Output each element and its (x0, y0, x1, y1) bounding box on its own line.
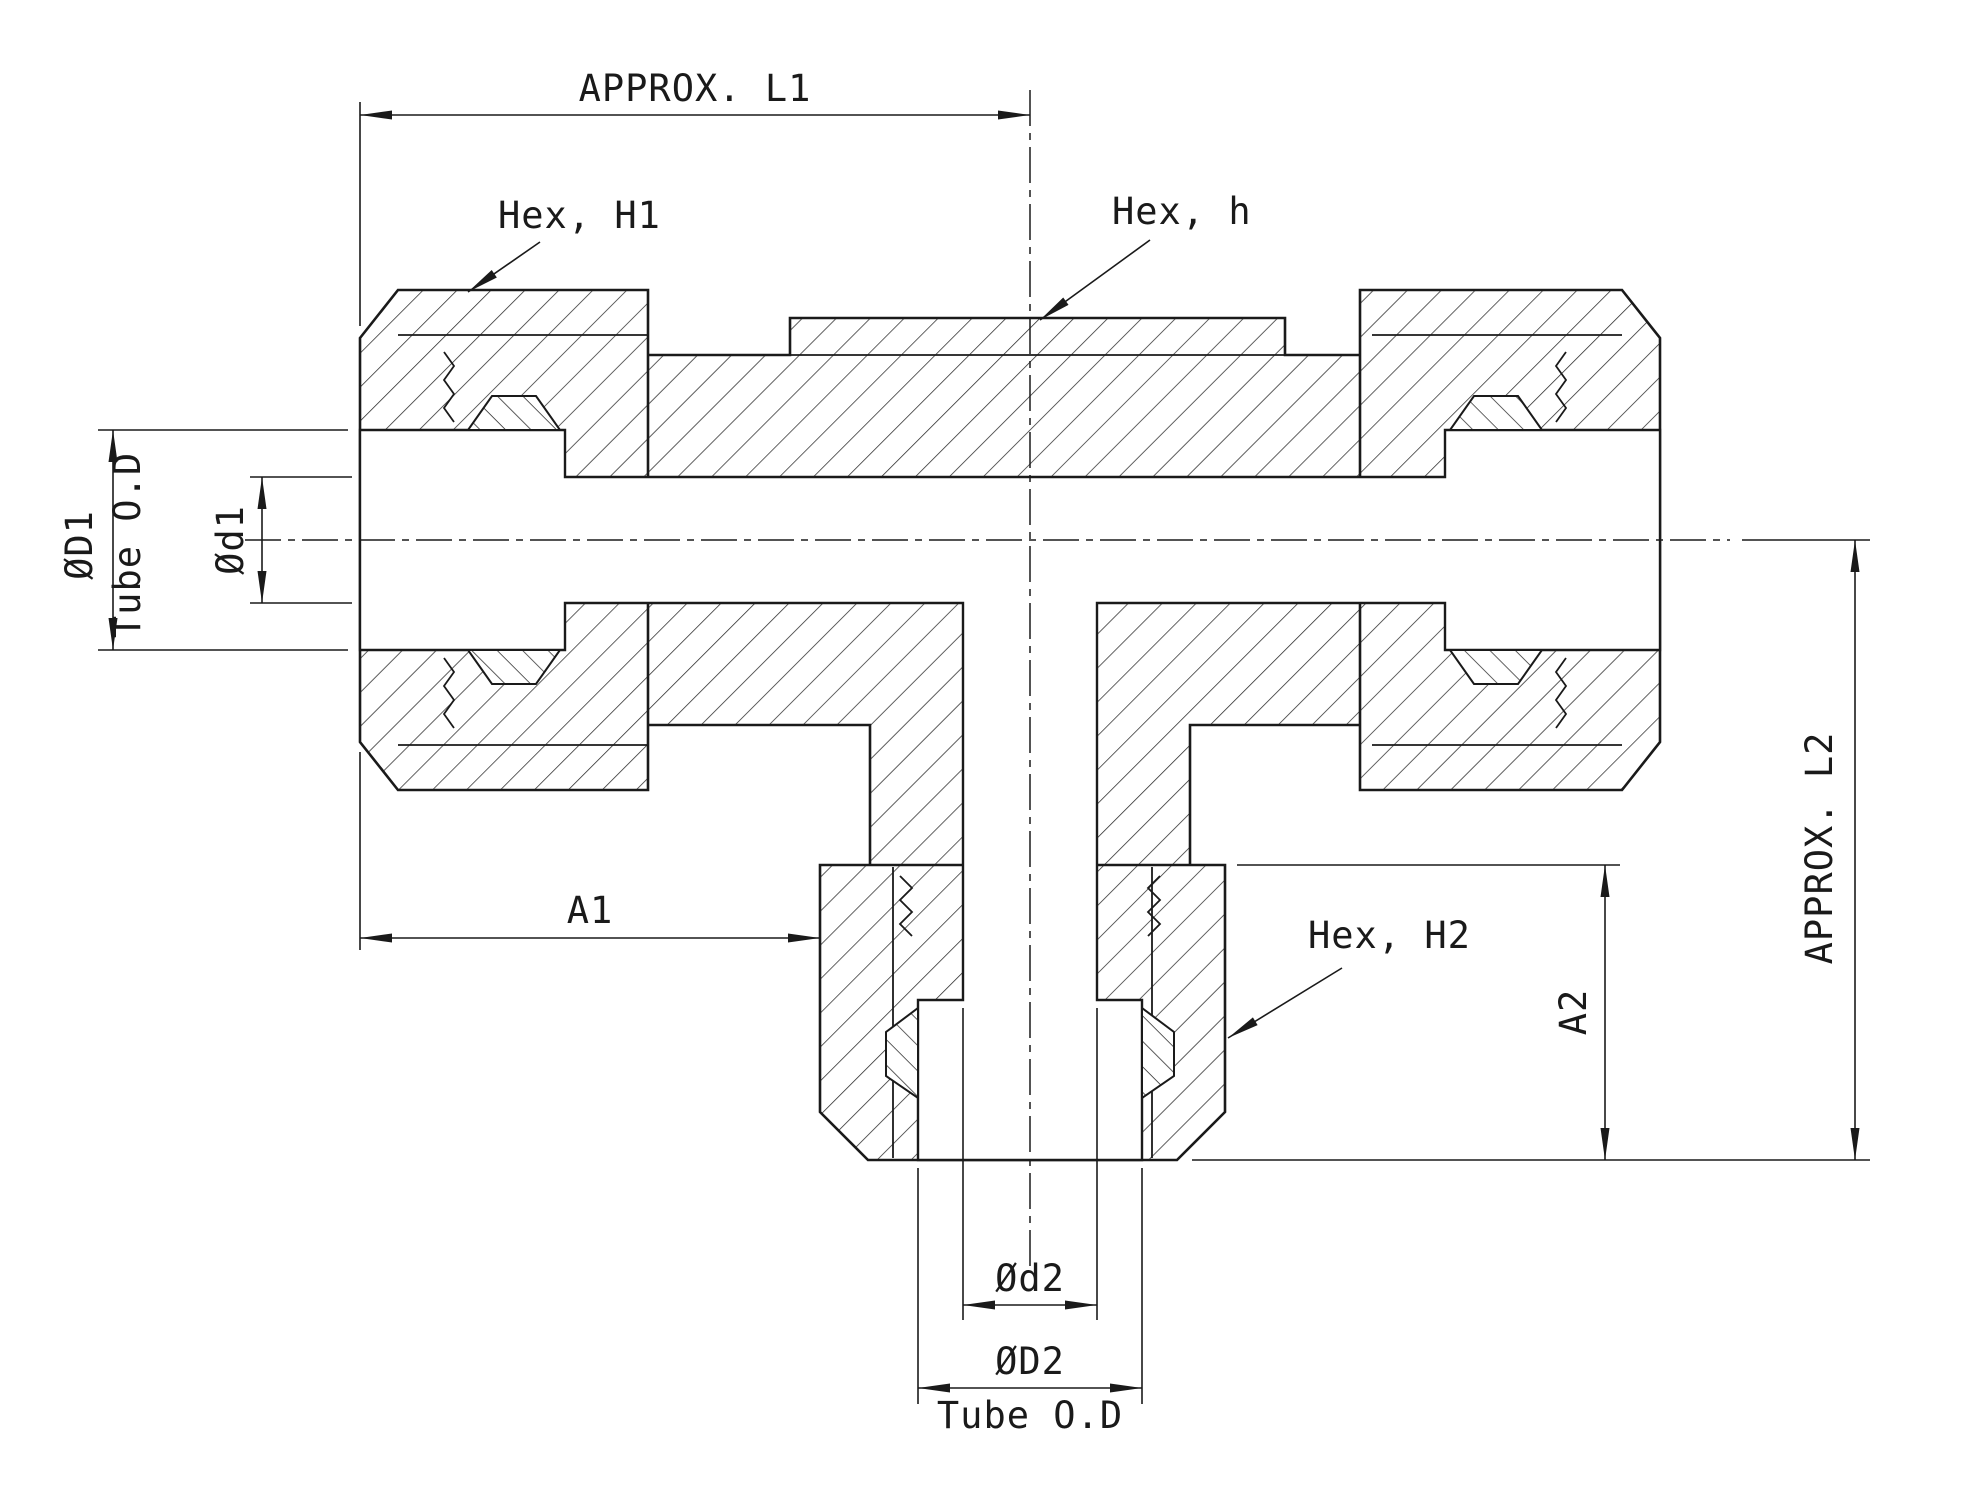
dimension-d2 (962, 1008, 1098, 1320)
dimension-d1 (250, 476, 352, 604)
bore-cavity (358, 428, 1662, 1162)
threads-bottom-right (1146, 875, 1162, 937)
ferrule-bottom-left (885, 1006, 919, 1100)
label-dia-D2: ØD2 (995, 1340, 1065, 1383)
label-dia-d2: Ød2 (995, 1257, 1065, 1300)
label-approx-l2: APPROX. L2 (1798, 732, 1841, 965)
ferrule-bottom-right (1141, 1006, 1175, 1100)
leaders (467, 239, 1343, 1039)
dimension-a2 (1237, 864, 1620, 1160)
dimension-a1 (359, 752, 821, 950)
ferrule-right-top (1448, 395, 1544, 431)
label-tube-od-2: Tube O.D (937, 1394, 1123, 1437)
ferrule-left-bottom (466, 649, 562, 685)
thread-serrations (442, 351, 1568, 937)
dimension-l2 (1192, 539, 1870, 1161)
threads-bottom-left (898, 875, 914, 937)
ferrule-left-top (466, 395, 562, 431)
labels: APPROX. L1 Hex, H1 Hex, h ØD1 Tube O.D Ø… (58, 67, 1841, 1437)
label-a1: A1 (567, 889, 614, 932)
label-a2: A2 (1552, 989, 1595, 1036)
label-hex-h: Hex, h (1112, 190, 1252, 233)
label-tube-od-1: Tube O.D (106, 452, 149, 638)
threads-left-top (442, 351, 456, 423)
label-hex-h2: Hex, H2 (1308, 914, 1471, 957)
dimension-D2 (917, 1168, 1143, 1404)
hex-h1-leader (467, 241, 541, 293)
label-approx-l1: APPROX. L1 (579, 67, 812, 110)
threads-right-bottom (1554, 657, 1568, 729)
threads-left-bottom (442, 657, 456, 729)
dimension-D1 (98, 429, 348, 651)
ferrule-right-bottom (1448, 649, 1544, 685)
label-dia-d1: Ød1 (209, 505, 252, 575)
dimensions (98, 102, 1870, 1404)
ferrules (466, 395, 1544, 1100)
hex-h-leader (1039, 239, 1151, 321)
hex-h2-leader (1227, 967, 1343, 1039)
threads-right-top (1554, 351, 1568, 423)
label-hex-h1: Hex, H1 (498, 194, 661, 237)
dimension-l1 (359, 102, 1030, 326)
centerlines (245, 90, 1730, 1268)
label-dia-D1: ØD1 (58, 510, 101, 580)
